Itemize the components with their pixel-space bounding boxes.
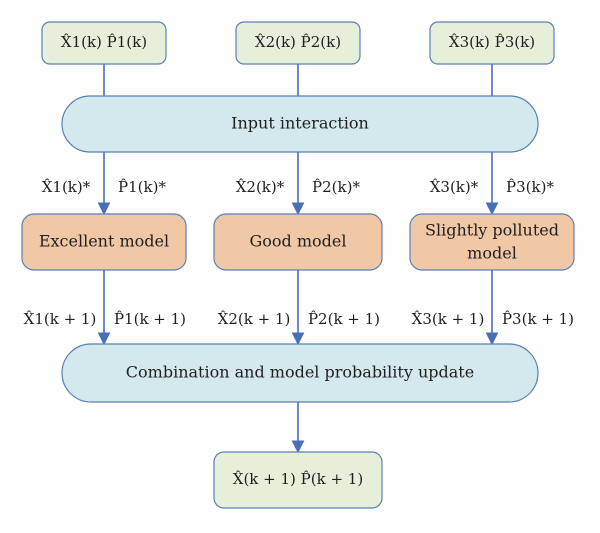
- model-box-good: Good model: [213, 213, 383, 271]
- mixed-x-2: X̂2(k)*: [236, 178, 285, 196]
- mixed-p-2: P̂2(k)*: [312, 178, 360, 196]
- model-label-polluted-line2: model: [467, 244, 517, 263]
- model-box-slightly-polluted: Slightly polluted model: [409, 213, 575, 271]
- mixed-p-1: P̂1(k)*: [118, 178, 166, 196]
- input-label-1: X̂1(k) P̂1(k): [61, 33, 147, 51]
- output-p-1: P̂1(k + 1): [114, 310, 186, 328]
- final-output-label: X̂(k + 1) P̂(k + 1): [233, 470, 363, 488]
- mixed-p-3: P̂3(k)*: [506, 178, 554, 196]
- model-label-polluted-line1: Slightly polluted: [425, 221, 559, 240]
- input-box-1: X̂1(k) P̂1(k): [41, 21, 167, 65]
- input-label-2: X̂2(k) P̂2(k): [255, 33, 341, 51]
- combination-label: Combination and model probability update: [126, 363, 474, 382]
- model-label-excellent: Excellent model: [39, 232, 169, 251]
- input-interaction-box: Input interaction: [61, 95, 539, 153]
- input-label-3: X̂3(k) P̂3(k): [449, 33, 535, 51]
- input-interaction-label: Input interaction: [231, 114, 369, 133]
- output-x-3: X̂3(k + 1): [412, 310, 485, 328]
- model-box-excellent: Excellent model: [21, 213, 187, 271]
- input-box-2: X̂2(k) P̂2(k): [235, 21, 361, 65]
- input-box-3: X̂3(k) P̂3(k): [429, 21, 555, 65]
- output-x-2: X̂2(k + 1): [218, 310, 291, 328]
- mixed-x-3: X̂3(k)*: [430, 178, 479, 196]
- output-x-1: X̂1(k + 1): [24, 310, 97, 328]
- output-p-3: P̂3(k + 1): [502, 310, 574, 328]
- output-p-2: P̂2(k + 1): [308, 310, 380, 328]
- final-output-box: X̂(k + 1) P̂(k + 1): [213, 451, 383, 509]
- combination-box: Combination and model probability update: [61, 343, 539, 403]
- model-label-good: Good model: [249, 232, 346, 251]
- mixed-x-1: X̂1(k)*: [42, 178, 91, 196]
